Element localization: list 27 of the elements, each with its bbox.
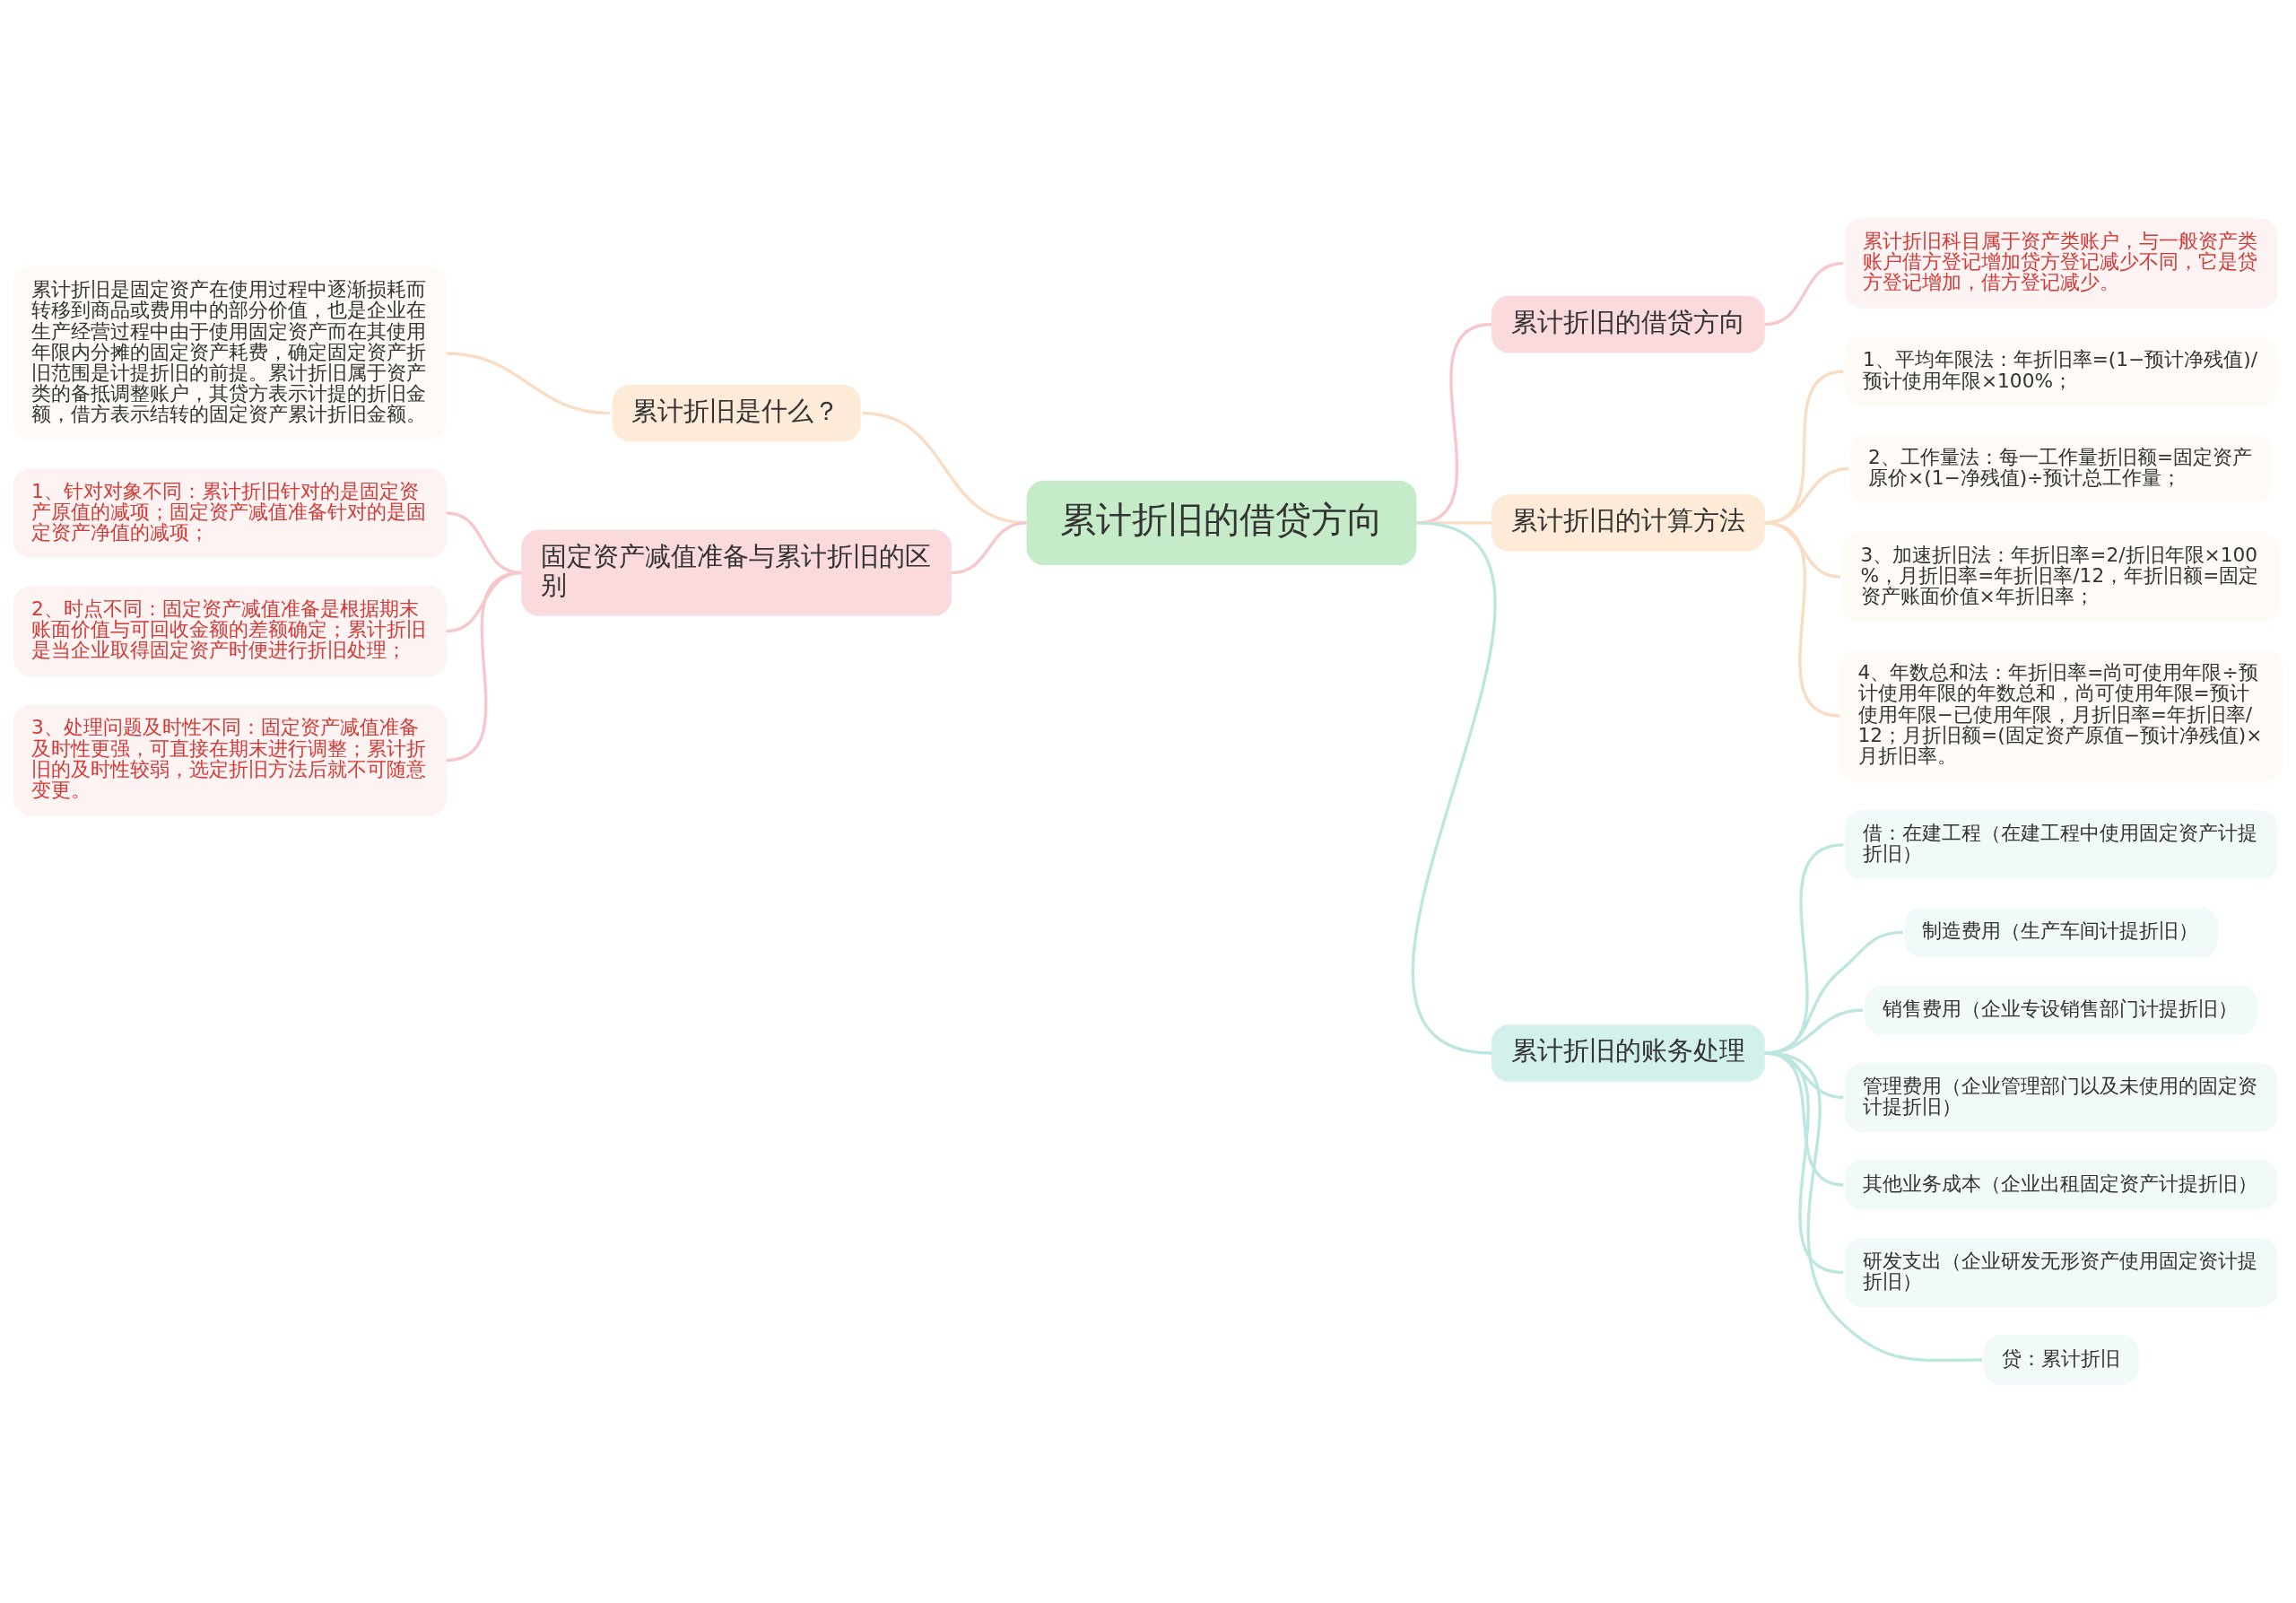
node-box: 2、工作量法：每一工作量折旧额=固定资产原价×(1−净残值)÷预计总工作量； xyxy=(1850,433,2273,504)
connector xyxy=(446,571,522,762)
node-box: 累计折旧的借贷方向 xyxy=(1492,295,1765,353)
node-box: 贷：累计折旧 xyxy=(1983,1335,2139,1385)
node-box: 累计折旧是固定资产在使用过程中逐渐损耗而转移到商品或费用中的部分价值，也是企业在生产经营过程中由于使用固定资产而在其使用年限内分摊的固定资产耗费，确定固定资产折旧范围是计提折旧的前提。累计折旧属于资产类的备抵调整账户，其贷方表示计提的折旧金额，借方表示结转的固定资产累计折旧金额。 xyxy=(13,266,447,440)
node-box: 累计折旧科目属于资产类账户，与一般资产类账户借方登记增加贷方登记减少不同，它是贷方登记增加，借方登记减少。 xyxy=(1844,218,2278,309)
node-box: 研发支出（企业研发无形资产使用固定资计提折旧） xyxy=(1844,1237,2278,1308)
node-box: 4、年数总和法：年折旧率=尚可使用年限÷预计使用年限的年数总和，尚可使用年限=预计使用年限−已使用年限，月折旧率=年折旧率/12；月折旧额=(固定资产原值−预计净残值)×月折旧率。 xyxy=(1839,649,2283,782)
node-box: 固定资产减值准备与累计折旧的区别 xyxy=(521,529,952,616)
node-box: 累计折旧的借贷方向 xyxy=(1026,480,1417,566)
node-box: 累计折旧是什么？ xyxy=(612,384,861,442)
connector xyxy=(1764,521,1840,718)
node-box: 3、处理问题及时性不同：固定资产减值准备及时性更强，可直接在期末进行调整；累计折旧的及时性较弱，选定折旧方法后就不可随意变更。 xyxy=(13,704,447,816)
node-box: 累计折旧的计算方法 xyxy=(1492,494,1765,552)
node-box: 2、时点不同：固定资产减值准备是根据期末账面价值与可回收金额的差额确定；累计折旧是当企业取得固定资产时便进行折旧处理； xyxy=(13,586,447,676)
node-box: 1、平均年限法：年折旧率=(1−预计净残值)/预计使用年限×100%； xyxy=(1844,336,2278,406)
node-box: 制造费用（生产车间计提折旧） xyxy=(1904,907,2219,958)
node-box: 累计折旧的账务处理 xyxy=(1492,1024,1765,1082)
connector xyxy=(446,352,611,415)
connector xyxy=(1764,1051,1983,1363)
node-box: 管理费用（企业管理部门以及未使用的固定资计提折旧） xyxy=(1844,1062,2278,1133)
connector xyxy=(1412,521,1497,1055)
node-box: 1、针对对象不同：累计折旧针对的是固定资产原值的减项；固定资产减值准备针对的是固定资产净值的减项； xyxy=(13,467,447,559)
node-box: 其他业务成本（企业出租固定资产计提折旧） xyxy=(1844,1160,2278,1210)
connector xyxy=(951,521,1027,575)
node-box: 借：在建工程（在建工程中使用固定资产计提折旧） xyxy=(1844,810,2278,880)
connector xyxy=(1764,261,1844,327)
